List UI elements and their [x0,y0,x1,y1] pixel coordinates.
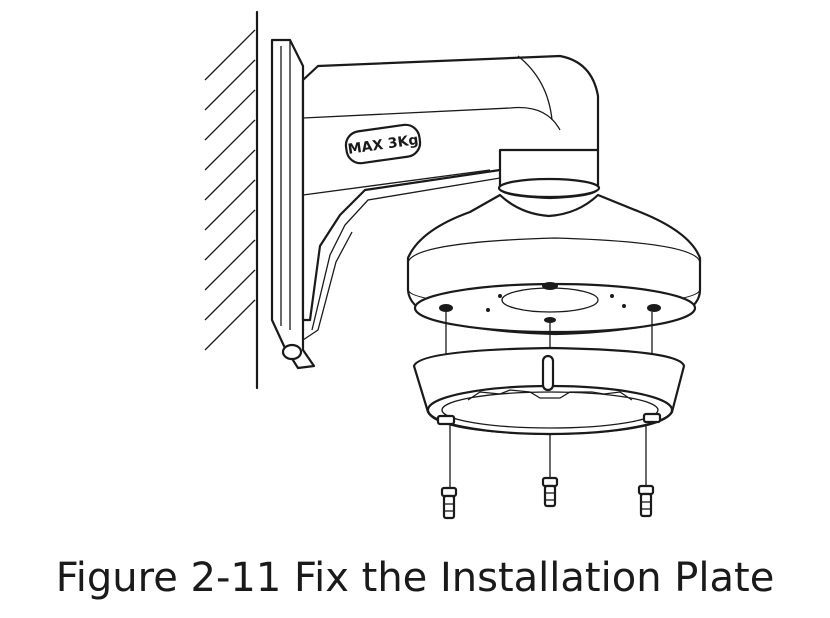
screw-right [637,484,655,518]
screw-center [541,476,559,508]
wall [204,10,259,390]
installation-diagram: MAX 3Kg [204,10,702,520]
wall-mount-bracket: MAX 3Kg [270,38,600,370]
screw-left [440,486,458,520]
screws [440,476,655,520]
installation-plate [412,346,686,436]
figure-caption: Figure 2-11 Fix the Installation Plate [55,555,775,601]
mount-base [406,148,702,336]
